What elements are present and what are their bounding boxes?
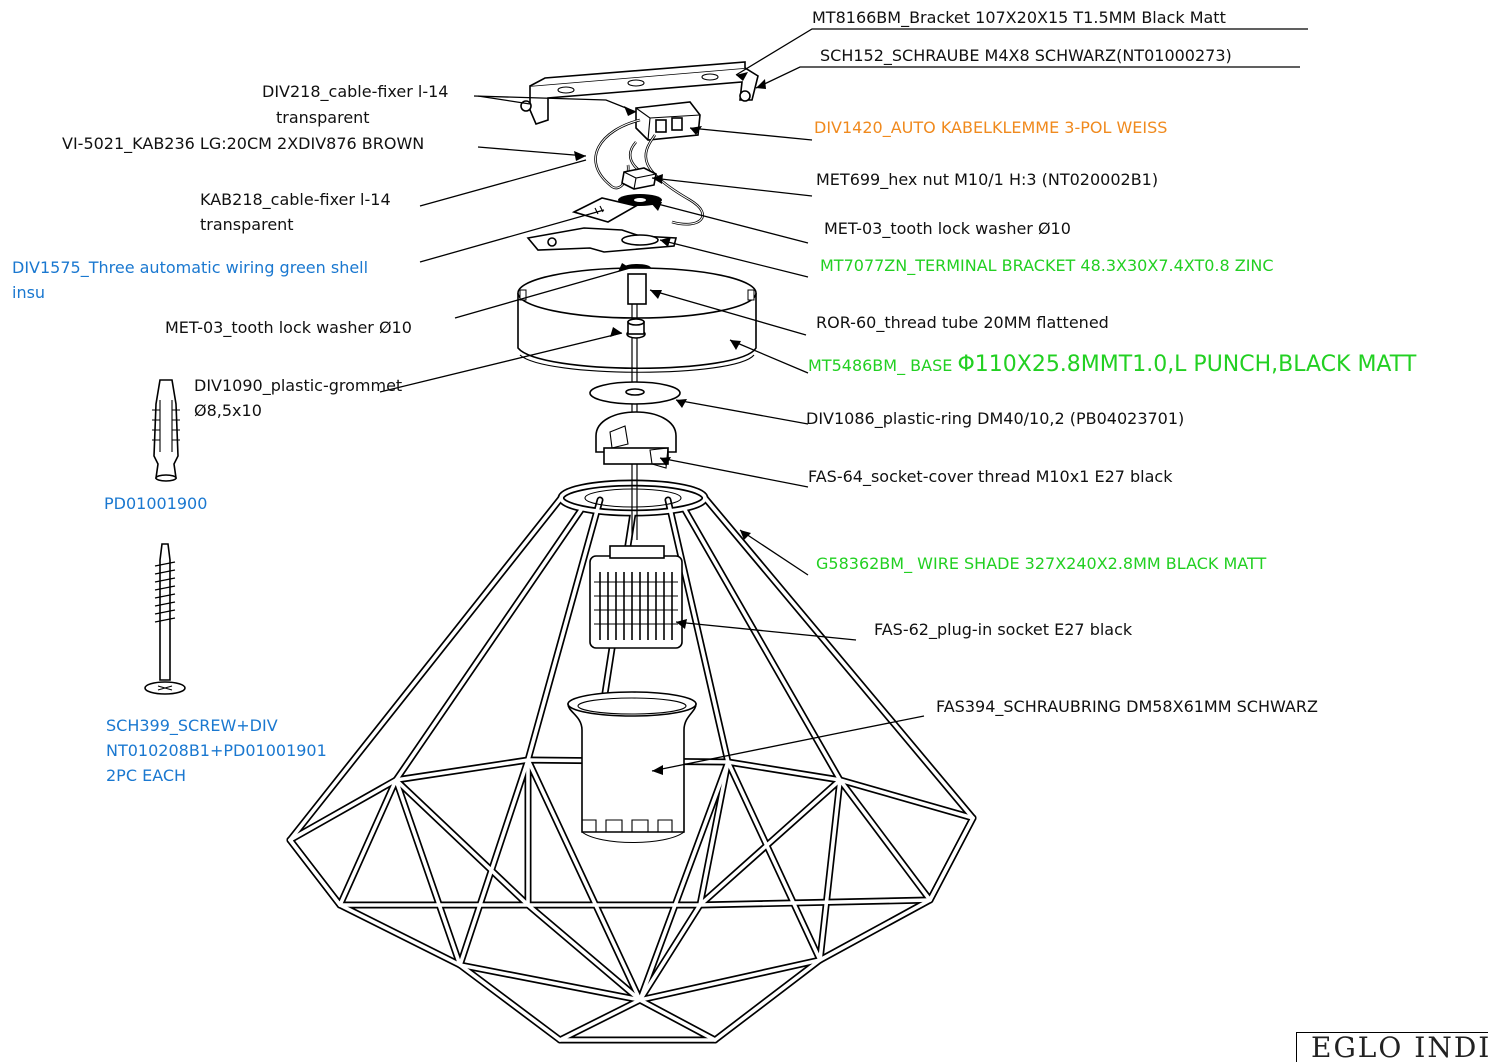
title-block: EGLO INDIA [1296, 1031, 1488, 1064]
wood-screw [144, 543, 186, 695]
label-cable-fixer-top-sub: transparent [276, 108, 370, 127]
plastic-ring [589, 381, 681, 405]
terminal-bracket [526, 227, 678, 253]
label-thread-tube: ROR-60_thread tube 20MM flattened [816, 313, 1109, 332]
label-grommet-sub: Ø8,5x10 [194, 401, 262, 420]
label-cable: VI-5021_KAB236 LG:20CM 2XDIV876 BROWN [62, 134, 425, 153]
leader-lines [379, 28, 1308, 772]
label-cable-fixer-2: KAB218_cable-fixer l-14 [200, 190, 391, 209]
screw-ring [567, 691, 697, 843]
label-schraubring: FAS394_SCHRAUBRING DM58X61MM SCHWARZ [936, 697, 1318, 716]
label-socket: FAS-62_plug-in socket E27 black [874, 620, 1133, 639]
label-wire-shade: G58362BM_ WIRE SHADE 327X240X2.8MM BLACK… [816, 554, 1267, 573]
wiring-clamp [635, 101, 701, 141]
label-cable-fixer-top: DIV218_cable-fixer l-14 [262, 82, 449, 101]
label-wiring-sub: insu [12, 283, 46, 302]
shade-ring-inner [584, 488, 682, 508]
label-screw: SCH152_SCHRAUBE M4X8 SCHWARZ(NT01000273) [820, 46, 1232, 65]
label-washer-2: MET-03_tooth lock washer Ø10 [165, 318, 412, 337]
bracket [520, 61, 759, 125]
label-socket-cover: FAS-64_socket-cover thread M10x1 E27 bla… [808, 467, 1173, 486]
label-screw-set-sub1: NT010208B1+PD01001901 [106, 741, 327, 760]
label-screw-set: SCH399_SCREW+DIV [106, 716, 278, 735]
plug-in-socket [589, 545, 683, 649]
plastic-grommet [626, 318, 646, 339]
label-bracket: MT8166BM_Bracket 107X20X15 T1.5MM Black … [812, 8, 1226, 27]
wire-shade-inner [288, 481, 975, 1042]
label-washer-1: MET-03_tooth lock washer Ø10 [824, 219, 1071, 238]
label-base: MT5486BM_ BASE Φ110X25.8MMT1.0,L PUNCH,B… [808, 352, 1416, 378]
label-base-main: Φ110X25.8MMT1.0,L PUNCH,BLACK MATT [957, 352, 1417, 377]
hex-nut [621, 167, 657, 190]
label-screw-set-sub2: 2PC EACH [106, 766, 187, 785]
label-dowel: PD01001900 [104, 494, 208, 513]
title-block-text: EGLO INDIA [1311, 1031, 1488, 1064]
label-grommet: DIV1090_plastic-grommet [194, 376, 403, 395]
leader-arrowheads [574, 72, 766, 775]
label-wiring: DIV1575_Three automatic wiring green she… [12, 258, 369, 277]
socket-cover [595, 411, 677, 469]
label-kabelklemme: DIV1420_AUTO KABELKLEMME 3-POL WEISS [814, 118, 1168, 137]
label-terminal-bracket: MT7077ZN_TERMINAL BRACKET 48.3X30X7.4XT0… [820, 256, 1274, 275]
label-hex-nut: MET699_hex nut M10/1 H:3 (NT020002B1) [816, 170, 1159, 189]
wall-dowel [152, 379, 180, 482]
label-base-prefix: MT5486BM_ BASE [808, 356, 958, 375]
label-cable-fixer-2-sub: transparent [200, 215, 294, 234]
label-plastic-ring: DIV1086_plastic-ring DM40/10,2 (PB040237… [806, 409, 1185, 428]
